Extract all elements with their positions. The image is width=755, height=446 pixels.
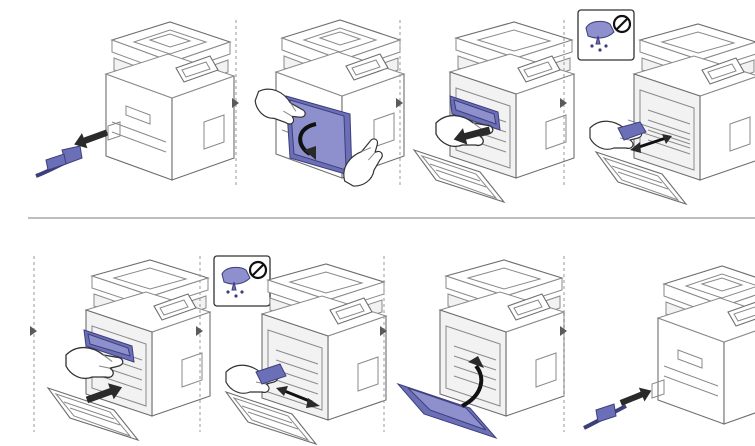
step-pull-out-module [413,21,575,203]
step-insert-module [47,259,211,441]
no-wet-cloth-icon [212,254,272,308]
step-clean-with-cloth [576,8,755,205]
step-unplug-power-cord [35,21,235,181]
step-plug-in-power-cord [583,265,755,430]
step-close-front-cover [396,259,565,440]
step-clean-with-cloth-2 [212,254,387,445]
no-wet-cloth-icon [576,8,636,62]
step-open-side-cover [250,19,405,193]
